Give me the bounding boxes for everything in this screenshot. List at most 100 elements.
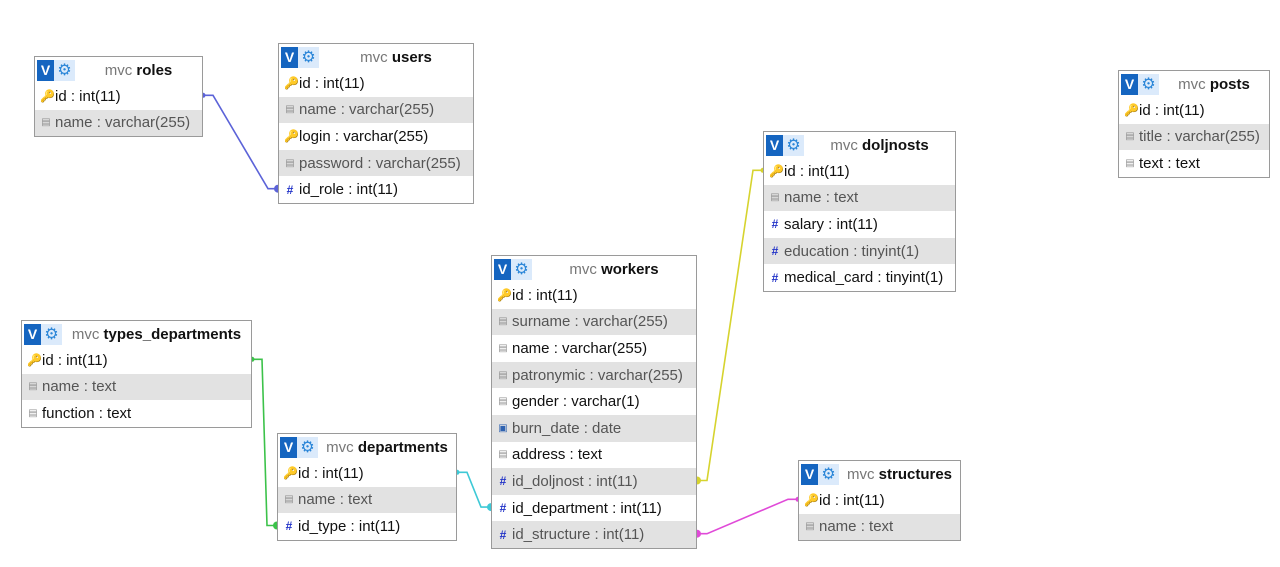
gear-icon[interactable]: ⚙ [511, 258, 532, 280]
table-header[interactable]: V⚙mvc structures [799, 461, 960, 487]
column-label: text : text [1139, 154, 1200, 172]
column-row[interactable]: ▤gender : varchar(1) [492, 388, 696, 415]
column-row[interactable]: 🔑id : int(11) [492, 282, 696, 309]
gear-icon[interactable]: ⚙ [41, 323, 62, 345]
database-name: mvc [360, 48, 388, 66]
table-workers[interactable]: V⚙mvc workers🔑id : int(11)▤surname : var… [491, 255, 697, 549]
table-types_departments[interactable]: V⚙mvc types_departments🔑id : int(11)▤nam… [21, 320, 252, 428]
column-row[interactable]: 🔑login : varchar(255) [279, 123, 473, 150]
table-header[interactable]: V⚙mvc roles [35, 57, 202, 83]
table-title: mvc roles [75, 62, 202, 79]
column-row[interactable]: ▤name : text [22, 373, 251, 401]
column-row[interactable]: #salary : int(11) [764, 211, 955, 238]
column-label: medical_card : tinyint(1) [784, 269, 944, 287]
table-title: mvc workers [532, 261, 696, 278]
table-title: mvc users [319, 49, 473, 66]
database-name: mvc [71, 325, 100, 343]
column-row[interactable]: 🔑id : int(11) [35, 83, 202, 110]
key-icon: 🔑 [769, 164, 784, 179]
table-structures[interactable]: V⚙mvc structures🔑id : int(11)▤name : tex… [798, 460, 961, 542]
column-row[interactable]: ▤password : varchar(255) [279, 149, 473, 177]
text-icon: ▤ [498, 342, 508, 354]
column-row[interactable]: ▤name : varchar(255) [35, 109, 202, 137]
column-label: name : varchar(255) [55, 114, 191, 132]
table-name: doljnosts [862, 136, 929, 154]
column-label: login : varchar(255) [299, 127, 429, 145]
text-icon: ▤ [284, 494, 294, 506]
column-row[interactable]: #id_type : int(11) [278, 513, 456, 540]
column-row[interactable]: #id_doljnost : int(11) [492, 468, 696, 495]
text-icon: ▤ [498, 369, 508, 381]
column-row[interactable]: ▣burn_date : date [492, 414, 696, 442]
column-row[interactable]: # id_role : int(11) [279, 176, 473, 203]
column-label: id : int(11) [512, 286, 578, 304]
table-header[interactable]: V⚙mvc types_departments [22, 321, 251, 347]
table-header[interactable]: V⚙mvc posts [1119, 71, 1269, 97]
column-row[interactable]: ▤name : text [764, 184, 955, 212]
column-label: id : int(11) [784, 162, 850, 180]
column-row[interactable]: ▤function : text [22, 400, 251, 427]
column-row[interactable]: ▤patronymic : varchar(255) [492, 361, 696, 389]
relation-line [697, 169, 763, 482]
table-doljnosts[interactable]: V⚙mvc doljnosts🔑id : int(11)▤name : text… [763, 131, 956, 292]
table-header[interactable]: V⚙mvc departments [278, 434, 456, 460]
column-row[interactable]: ▤address : text [492, 442, 696, 469]
column-label: name : text [784, 189, 859, 207]
column-row[interactable]: ▤name : varchar(255) [279, 96, 473, 124]
column-row[interactable]: 🔑id : int(11) [22, 347, 251, 374]
gear-icon[interactable]: ⚙ [298, 46, 319, 68]
table-roles[interactable]: V⚙mvc roles🔑id : int(11)▤name : varchar(… [34, 56, 203, 138]
column-label: id_department : int(11) [512, 499, 662, 517]
table-users[interactable]: V⚙mvc users🔑id : int(11)▤name : varchar(… [278, 43, 474, 204]
column-row[interactable]: 🔑id : int(11) [764, 158, 955, 185]
column-label: id : int(11) [819, 491, 885, 509]
gear-icon[interactable]: ⚙ [1138, 73, 1159, 95]
column-label: id : int(11) [1139, 101, 1205, 119]
toggle-columns-button[interactable]: V [24, 323, 41, 345]
column-row[interactable]: 🔑id : int(11) [278, 460, 456, 487]
text-icon: ▤ [498, 396, 508, 408]
column-row[interactable]: #id_structure : int(11) [492, 521, 696, 548]
column-row[interactable]: #id_department : int(11) [492, 495, 696, 522]
key-icon: 🔑 [27, 353, 42, 368]
column-row[interactable]: 🔑id : int(11) [279, 70, 473, 97]
toggle-columns-button[interactable]: V [37, 59, 54, 81]
table-header[interactable]: V⚙mvc doljnosts [764, 132, 955, 158]
toggle-columns-button[interactable]: V [1121, 73, 1138, 95]
column-row[interactable]: 🔑id : int(11) [799, 487, 960, 514]
table-title: mvc types_departments [62, 326, 251, 343]
column-row[interactable]: ▤name : varchar(255) [492, 335, 696, 362]
column-row[interactable]: ▤name : text [799, 513, 960, 541]
key-icon: 🔑 [283, 466, 298, 481]
column-label: id : int(11) [55, 87, 121, 105]
table-departments[interactable]: V⚙mvc departments🔑id : int(11)▤name : te… [277, 433, 457, 541]
gear-icon[interactable]: ⚙ [297, 436, 318, 458]
toggle-columns-button[interactable]: V [281, 46, 298, 68]
toggle-columns-button[interactable]: V [494, 258, 511, 280]
column-row[interactable]: #education : tinyint(1) [764, 237, 955, 265]
table-title: mvc structures [839, 466, 960, 483]
toggle-columns-button[interactable]: V [280, 436, 297, 458]
gear-icon[interactable]: ⚙ [783, 134, 804, 156]
gear-icon[interactable]: ⚙ [818, 463, 839, 485]
column-label: id_type : int(11) [298, 517, 401, 535]
table-header[interactable]: V⚙mvc workers [492, 256, 696, 282]
column-row[interactable]: ▤surname : varchar(255) [492, 308, 696, 336]
table-posts[interactable]: V⚙mvc posts🔑id : int(11)▤title : varchar… [1118, 70, 1270, 178]
column-row[interactable]: 🔑id : int(11) [1119, 97, 1269, 124]
column-row[interactable]: ▤name : text [278, 486, 456, 514]
number-icon: # [286, 182, 294, 197]
toggle-columns-button[interactable]: V [766, 134, 783, 156]
column-row[interactable]: ▤text : text [1119, 150, 1269, 177]
relation-line [252, 358, 277, 527]
column-row[interactable]: ▤title : varchar(255) [1119, 123, 1269, 151]
table-header[interactable]: V⚙mvc users [279, 44, 473, 70]
column-label: name : text [42, 378, 117, 396]
toggle-columns-button[interactable]: V [801, 463, 818, 485]
column-label: salary : int(11) [784, 215, 878, 233]
column-label: id_role : int(11) [299, 181, 398, 199]
column-row[interactable]: #medical_card : tinyint(1) [764, 264, 955, 291]
gear-icon[interactable]: ⚙ [54, 59, 75, 81]
table-title: mvc posts [1159, 76, 1269, 93]
table-name: users [391, 48, 432, 66]
